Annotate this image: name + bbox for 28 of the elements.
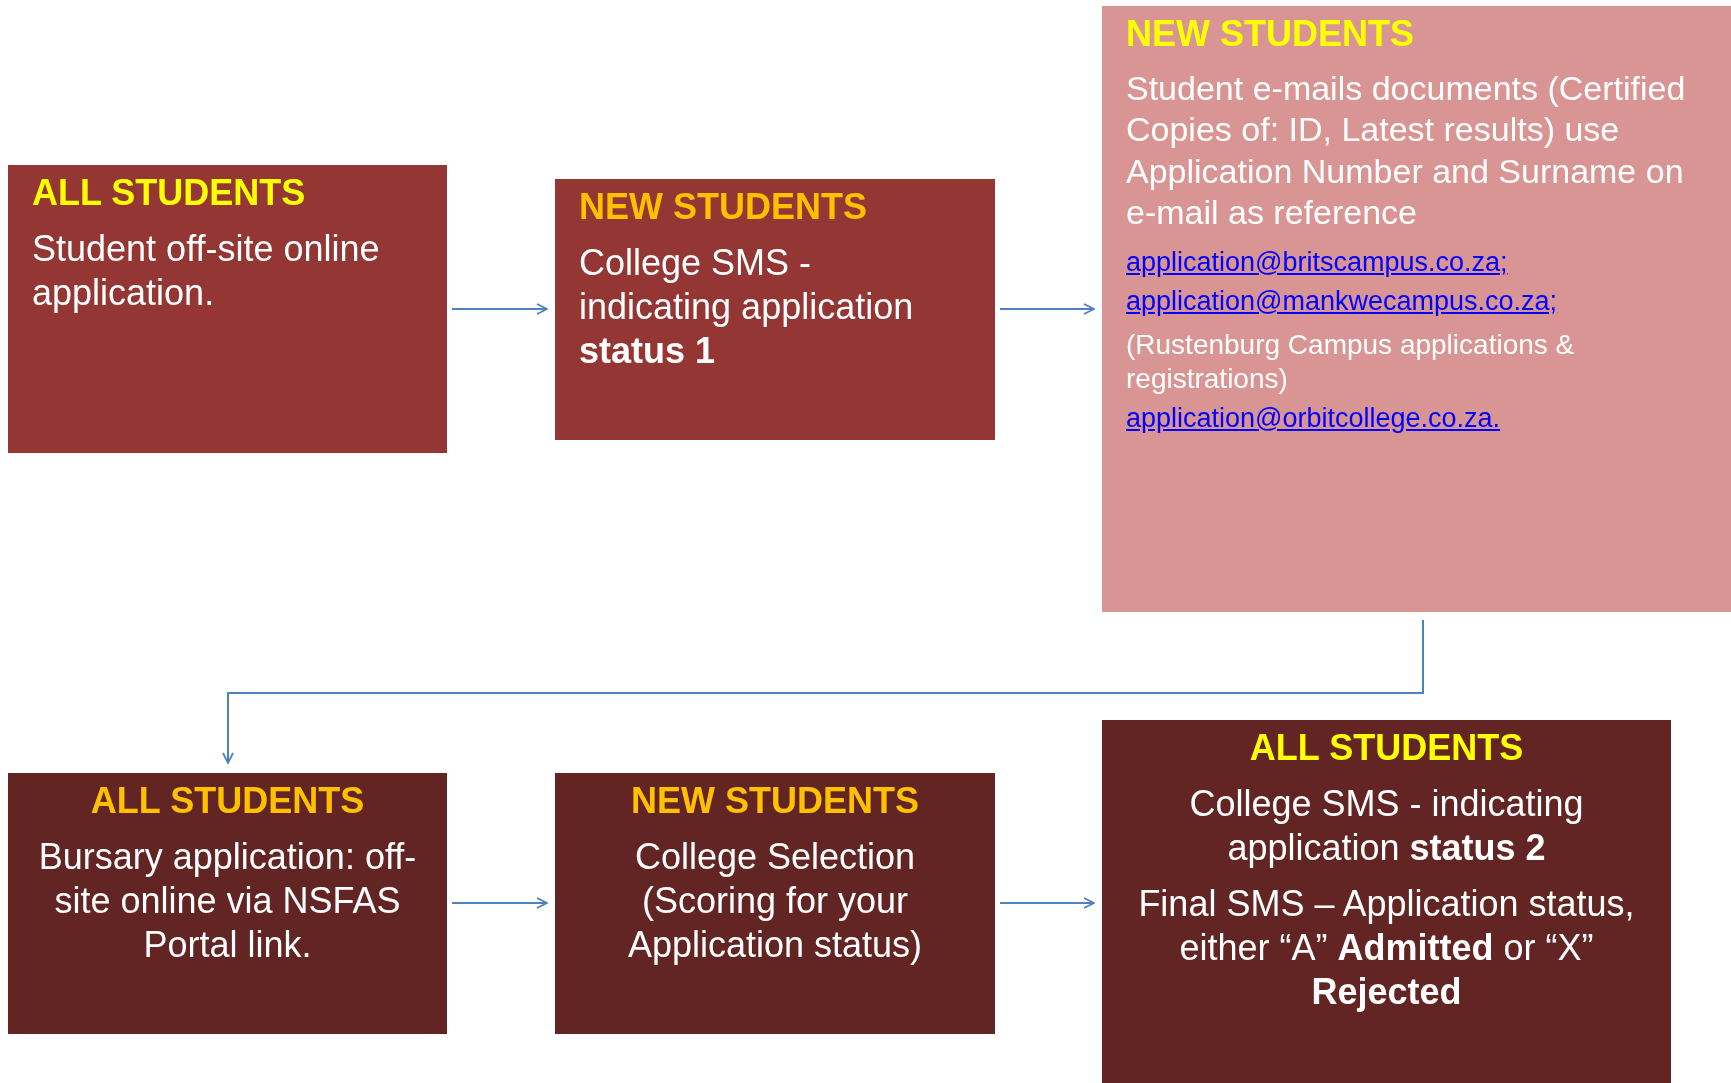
box-note: (Rustenburg Campus applications & registrations) bbox=[1126, 327, 1576, 396]
process-box bbox=[555, 773, 995, 1034]
box-text: Student e-mails documents (Certified Copies of: ID, Latest results) use Application Number and Surname on e-mail as reference bbox=[1126, 67, 1687, 234]
box-heading: NEW STUDENTS bbox=[1126, 12, 1415, 56]
box-text: College Selection (Scoring for your Application status) bbox=[626, 834, 924, 967]
email-link: application@mankwecampus.co.za; bbox=[1126, 284, 1559, 318]
box-heading: NEW STUDENTS bbox=[579, 185, 868, 229]
box-heading: ALL STUDENTS bbox=[32, 171, 307, 215]
box-text: College SMS - indicating application status 2 bbox=[1188, 781, 1585, 870]
box-text: College SMS - indicating application status 1 bbox=[579, 240, 915, 373]
arrow bbox=[999, 897, 1095, 909]
process-box bbox=[1102, 720, 1671, 1083]
process-box bbox=[1102, 6, 1731, 612]
box-heading: ALL STUDENTS bbox=[1248, 726, 1525, 770]
process-box bbox=[555, 179, 995, 440]
email-link: application@britscampus.co.za; bbox=[1126, 245, 1509, 279]
arrow bbox=[222, 619, 1424, 764]
box-heading: ALL STUDENTS bbox=[89, 779, 366, 823]
arrow bbox=[451, 303, 548, 315]
box-text: Student off-site online application. bbox=[32, 226, 381, 315]
email-link: application@orbitcollege.co.za. bbox=[1126, 401, 1502, 435]
process-box bbox=[8, 773, 447, 1034]
box-text: Bursary application: off-site online via NSFAS Portal link. bbox=[37, 834, 418, 967]
arrow bbox=[999, 303, 1095, 315]
box-text: Final SMS – Application status, either “A” Admitted or “X” Rejected bbox=[1137, 881, 1636, 1014]
process-box bbox=[8, 165, 447, 453]
arrow bbox=[451, 897, 548, 909]
box-heading: NEW STUDENTS bbox=[630, 779, 920, 823]
